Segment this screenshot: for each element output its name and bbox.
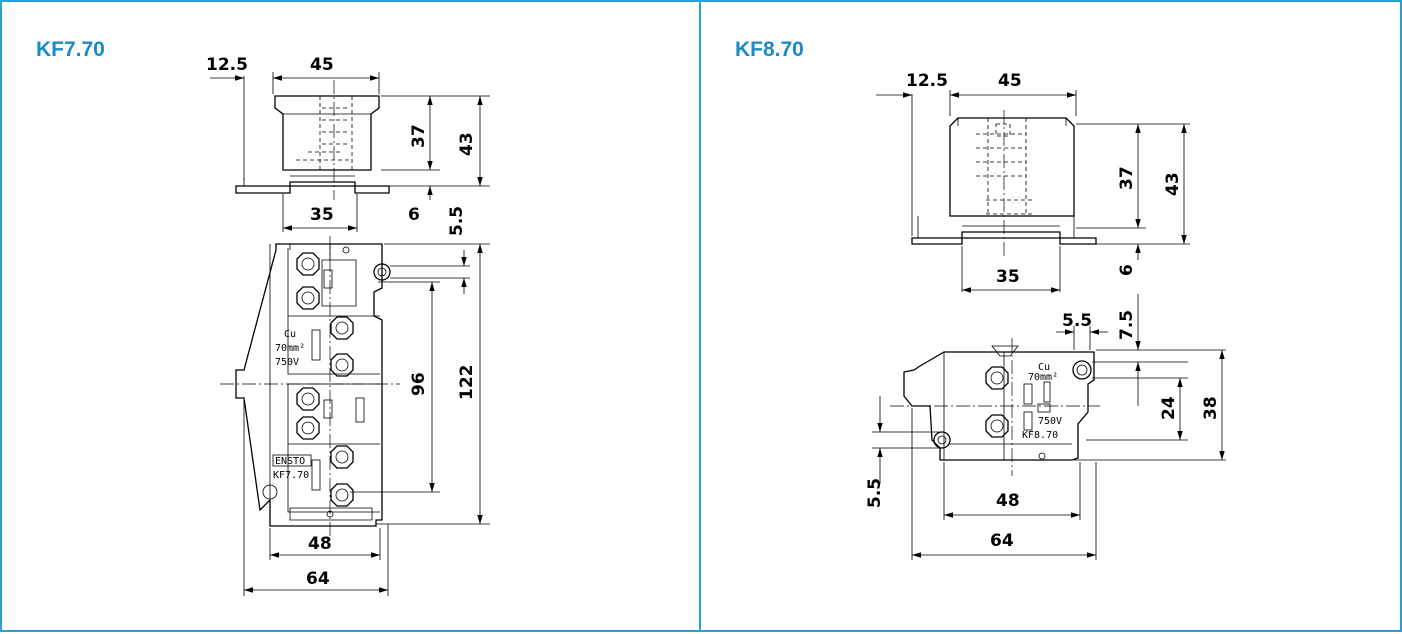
dim-64: 64 — [306, 569, 330, 589]
kf7-70-side-view: 12.5 45 37 43 35 6 5.5 — [206, 55, 490, 236]
panel-title: KF8.70 — [735, 38, 804, 61]
kf7-70-front-view: Cu 70mm² 750V ENSTO KF7.70 96 122 48 64 — [220, 236, 490, 596]
dim-7-5: 7.5 — [1117, 310, 1137, 340]
dim-64: 64 — [990, 531, 1014, 551]
dim-38: 38 — [1201, 396, 1221, 420]
dim-24: 24 — [1159, 396, 1179, 420]
dim-6: 6 — [1117, 264, 1137, 276]
dim-37: 37 — [1117, 166, 1137, 190]
label-model: KF7.70 — [273, 470, 309, 481]
label-brand: ENSTO — [275, 456, 305, 467]
label-750v: 750V — [1038, 416, 1062, 427]
kf8-70-front-view: Cu 70mm² 750V KF8.70 5.5 7.5 24 38 5.5 4… — [865, 294, 1226, 560]
label-70mm2: 70mm² — [275, 343, 305, 354]
dim-12-5: 12.5 — [206, 55, 248, 75]
dim-43: 43 — [457, 132, 477, 156]
label-750v: 750V — [275, 357, 299, 368]
dim-43: 43 — [1163, 172, 1183, 196]
label-model: KF8.70 — [1022, 430, 1058, 441]
dim-5-5-side: 5.5 — [865, 478, 885, 508]
dim-122: 122 — [457, 365, 477, 401]
dim-37: 37 — [409, 124, 429, 148]
dim-5-5: 5.5 — [447, 206, 467, 236]
dim-35: 35 — [310, 205, 334, 225]
kf8-70-panel: KF8.70 — [699, 0, 1402, 632]
label-cu: Cu — [1038, 362, 1050, 373]
dim-45: 45 — [998, 71, 1022, 91]
dim-48: 48 — [996, 491, 1020, 511]
dim-35: 35 — [996, 267, 1020, 287]
dim-96: 96 — [409, 372, 429, 396]
dim-6: 6 — [408, 205, 420, 225]
dim-5-5-top: 5.5 — [1062, 311, 1092, 331]
dim-12-5: 12.5 — [906, 71, 948, 91]
terminal-hex — [296, 252, 354, 507]
label-cu: Cu — [284, 329, 296, 340]
dim-48: 48 — [308, 534, 332, 554]
dim-45: 45 — [310, 55, 334, 75]
label-70mm2: 70mm² — [1028, 372, 1058, 383]
panel-title: KF7.70 — [36, 38, 105, 61]
kf8-70-side-view: 12.5 45 37 43 35 6 — [876, 71, 1190, 293]
